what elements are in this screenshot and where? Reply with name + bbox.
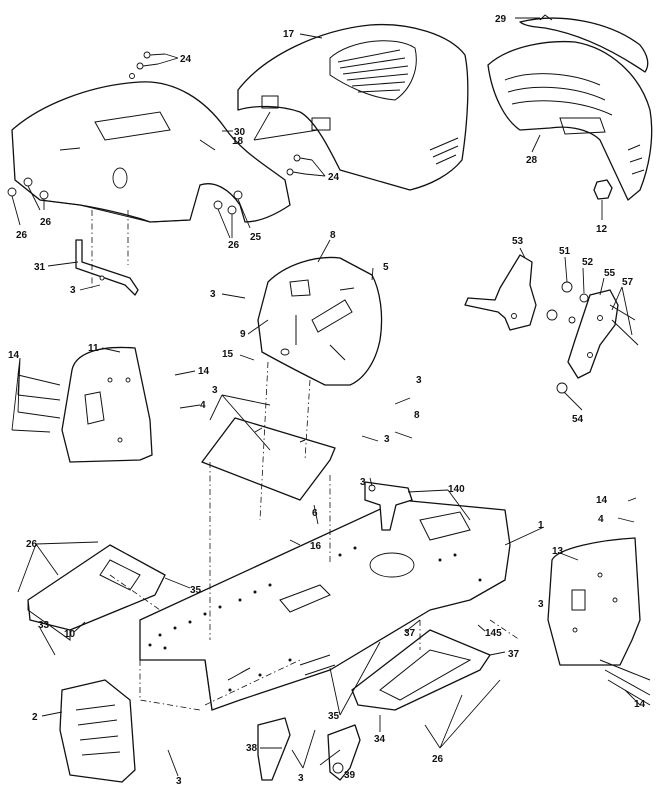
callout-3-f: 3 [360, 477, 366, 488]
main-frame-1-part [139, 499, 511, 711]
callout-16: 16 [310, 541, 322, 552]
callout-3-c: 3 [416, 375, 422, 386]
callout-14-mid: 14 [198, 366, 210, 377]
grille-nose-part [487, 40, 653, 201]
callout-26-mid: 26 [228, 240, 240, 251]
callout-37-b: 37 [508, 649, 520, 660]
callout-labels: 17 29 24 30 18 24 28 26 26 26 25 12 8 5 … [8, 14, 646, 787]
callout-39: 39 [344, 770, 356, 781]
callout-34: 34 [374, 734, 386, 745]
callout-145: 145 [485, 628, 502, 639]
callout-24-mid: 24 [328, 172, 340, 183]
callout-18: 18 [232, 136, 244, 147]
callout-25: 25 [250, 232, 262, 243]
footrest-33-part [27, 544, 166, 641]
callout-26-left-2: 26 [16, 230, 28, 241]
side-panel-13-part [547, 537, 651, 706]
footrest-34-part [351, 629, 491, 711]
callout-3-b: 3 [210, 289, 216, 300]
callout-3-i: 3 [176, 776, 182, 787]
callout-4: 4 [200, 400, 206, 411]
callout-17: 17 [283, 29, 295, 40]
callout-54: 54 [572, 414, 584, 425]
callout-14-right: 14 [596, 495, 608, 506]
pedal-bracket-53-part [464, 254, 537, 331]
callout-12: 12 [596, 224, 608, 235]
callout-28: 28 [526, 155, 538, 166]
callout-5: 5 [383, 262, 389, 273]
callout-3-g: 3 [538, 599, 544, 610]
callout-55: 55 [604, 268, 616, 279]
callout-3-h: 3 [298, 773, 304, 784]
callout-33: 33 [38, 620, 50, 631]
callout-38: 38 [246, 743, 258, 754]
callout-8-top: 8 [330, 230, 336, 241]
callout-6: 6 [312, 508, 318, 519]
callout-3-a: 3 [70, 285, 76, 296]
callout-14-left: 14 [8, 350, 20, 361]
callout-9: 9 [240, 329, 246, 340]
callout-26-bot: 26 [26, 539, 38, 550]
bracket-39-part [327, 724, 361, 781]
callout-30: 30 [234, 127, 246, 138]
callout-8-bot: 8 [414, 410, 420, 421]
callout-10: 10 [64, 629, 76, 640]
dash-panel-9-part [257, 256, 383, 386]
callout-53: 53 [512, 236, 524, 247]
fasteners-24-26-25 [7, 51, 313, 215]
callout-31: 31 [34, 262, 46, 273]
callout-140: 140 [448, 484, 465, 495]
callout-57: 57 [622, 277, 634, 288]
leader-lines [11, 17, 641, 777]
callout-26-left: 26 [40, 217, 52, 228]
callout-51: 51 [559, 246, 571, 257]
pedal-bracket-55-part [567, 289, 619, 379]
lens-part [519, 14, 649, 73]
callout-24-top: 24 [180, 54, 192, 65]
bracket-38-part [257, 717, 291, 781]
callout-15: 15 [222, 349, 234, 360]
callout-35-mid: 35 [328, 711, 340, 722]
callout-13: 13 [552, 546, 564, 557]
callout-2: 2 [32, 712, 38, 723]
callout-37-a: 37 [404, 628, 416, 639]
callout-26-bot-right: 26 [432, 754, 444, 765]
callout-1: 1 [538, 520, 544, 531]
callout-11: 11 [88, 343, 99, 354]
callout-52: 52 [582, 257, 594, 268]
bracket-31-part [75, 239, 139, 296]
side-panel-11-part [11, 346, 153, 463]
assembly-lines [91, 210, 521, 711]
front-panel-2-part [59, 679, 136, 783]
callout-3-d: 3 [212, 385, 218, 396]
nut-12-part [593, 179, 613, 200]
callout-14-bot: 14 [634, 699, 646, 710]
callout-4-right: 4 [598, 514, 604, 525]
callout-29: 29 [495, 14, 507, 25]
callout-35-left: 35 [190, 585, 202, 596]
plate-6-part [201, 417, 336, 501]
callout-3-e: 3 [384, 434, 390, 445]
fasteners-51-52-54-57 [546, 281, 639, 394]
hood-top-part [237, 23, 469, 191]
